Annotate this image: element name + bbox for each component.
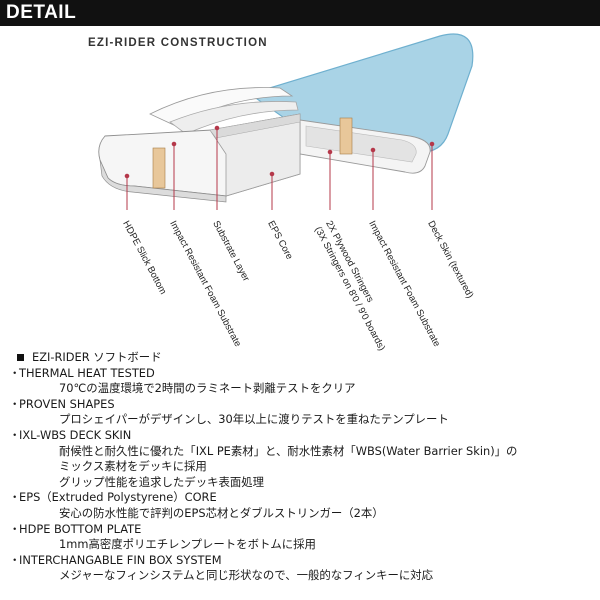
spec-item-shapes: ・PROVEN SHAPES プロシェイパーがデザインし、30年以上に渡りテスト… <box>0 397 600 428</box>
left-stringer <box>152 147 166 189</box>
spec-desc: メジャーなフィンシステムと同じ形状なので、一般的なフィンキーに対応 <box>59 568 434 583</box>
bottom-slick-edge <box>99 159 227 203</box>
diagram-title: EZI-RIDER CONSTRUCTION <box>88 37 268 49</box>
header-bar: DETAIL <box>0 0 600 26</box>
page-title: DETAIL <box>6 2 77 23</box>
spec-name: PROVEN SHAPES <box>19 396 115 411</box>
bullet-dot-icon: ・ <box>9 365 21 380</box>
spec-name: THERMAL HEAT TESTED <box>19 365 155 380</box>
spec-heading-text: EZI-RIDER ソフトボード <box>32 350 162 364</box>
spec-heading: EZI-RIDER ソフトボード <box>0 350 600 366</box>
spec-name: INTERCHANGABLE FIN BOX SYSTEM <box>19 552 222 567</box>
spec-desc: プロシェイパーがデザインし、30年以上に渡りテストを重ねたテンプレート <box>59 412 449 427</box>
bullet-dot-icon: ・ <box>9 396 21 411</box>
right-stringer <box>339 117 353 155</box>
spec-item-eps-core: ・EPS（Extruded Polystyrene）CORE 安心の防水性能で評… <box>0 490 600 521</box>
peeled-layer-mid <box>169 101 299 135</box>
spec-item-fin-box: ・INTERCHANGABLE FIN BOX SYSTEM メジャーなフィンシ… <box>0 553 600 584</box>
spec-name: EPS（Extruded Polystyrene）CORE <box>19 490 217 505</box>
eps-core-top <box>209 113 301 139</box>
bullet-dot-icon: ・ <box>9 490 21 505</box>
spec-item-thermal: ・THERMAL HEAT TESTED 70℃の温度環境で2時間のラミネート剥… <box>0 366 600 397</box>
right-section-inner <box>305 125 417 163</box>
spec-desc: グリップ性能を追求したデッキ表面処理 <box>59 474 265 489</box>
bullet-dot-icon: ・ <box>9 521 21 536</box>
board-cross-section-illustration <box>98 33 474 210</box>
bullet-dot-icon: ・ <box>9 427 21 442</box>
spec-name: IXL-WBS DECK SKIN <box>19 427 132 442</box>
spec-desc: ミックス素材をデッキに採用 <box>59 459 207 474</box>
construction-diagram: EZI-RIDER CONSTRUCTION HD <box>0 26 600 356</box>
spec-desc: 耐候性と耐久性に優れた「IXL PE素材」と、耐水性素材「WBS(Water B… <box>59 443 518 458</box>
spec-desc: 1mm高密度ポリエチレンプレートをボトムに採用 <box>59 537 316 552</box>
spec-desc: 70℃の温度環境で2時間のラミネート剥離テストをクリア <box>59 381 356 396</box>
spec-name: HDPE BOTTOM PLATE <box>19 521 142 536</box>
spec-item-bottom-plate: ・HDPE BOTTOM PLATE 1mm高密度ポリエチレンプレートをボトムに… <box>0 522 600 553</box>
spec-item-deck-skin: ・IXL-WBS DECK SKIN 耐候性と耐久性に優れた「IXL PE素材」… <box>0 428 600 490</box>
square-bullet-icon <box>17 354 24 362</box>
bullet-dot-icon: ・ <box>9 552 21 567</box>
callout-lines <box>124 125 435 210</box>
spec-list: EZI-RIDER ソフトボード ・THERMAL HEAT TESTED 70… <box>0 350 600 584</box>
spec-desc: 安心の防水性能で評判のEPS芯材とダブルストリンガー（2本） <box>59 505 384 520</box>
